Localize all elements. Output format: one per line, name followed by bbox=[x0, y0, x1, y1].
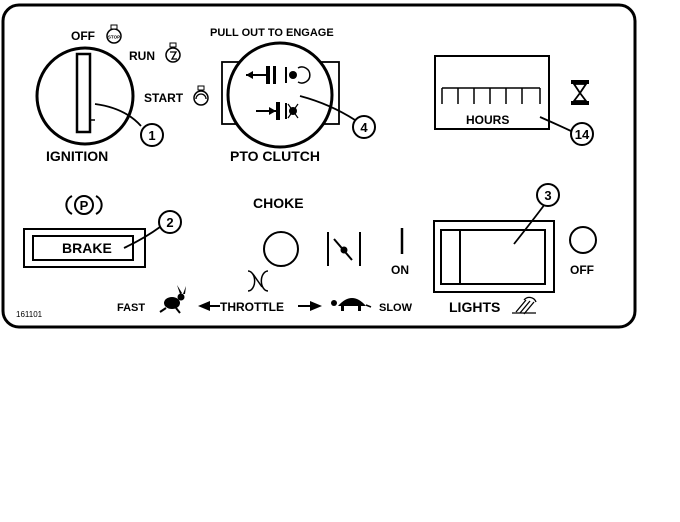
switch-labels-group: ON OFF bbox=[391, 228, 594, 277]
parking-brake-icon: P bbox=[65, 195, 103, 215]
hour-meter-group: HOURS 14 bbox=[434, 55, 594, 146]
start-icon bbox=[193, 85, 209, 106]
pto-title: PTO CLUTCH bbox=[230, 148, 320, 164]
pto-knob[interactable] bbox=[226, 41, 334, 149]
callout-2 bbox=[158, 210, 182, 234]
ignition-start-label: START bbox=[144, 91, 184, 105]
switch-on-label: ON bbox=[391, 263, 409, 277]
choke-label: CHOKE bbox=[253, 195, 304, 211]
callout-3-leader bbox=[513, 203, 546, 245]
callout-14-leader bbox=[539, 116, 572, 132]
lights-group: LIGHTS 3 bbox=[433, 183, 597, 315]
ignition-off-label: OFF bbox=[71, 29, 95, 43]
hour-meter-label: HOURS bbox=[466, 113, 509, 127]
hour-meter-frame bbox=[434, 55, 550, 130]
rabbit-icon bbox=[159, 285, 186, 314]
run-icon bbox=[165, 42, 181, 63]
ignition-title: IGNITION bbox=[46, 148, 108, 164]
headlight-icon bbox=[512, 296, 537, 315]
svg-text:P: P bbox=[80, 198, 89, 213]
ignition-run-label: RUN bbox=[129, 49, 155, 63]
callout-3 bbox=[536, 183, 560, 207]
choke-group: CHOKE bbox=[247, 195, 361, 292]
throttle-group: FAST THROTTLE SLOW bbox=[117, 285, 413, 314]
throttle-choke-knob[interactable] bbox=[263, 231, 299, 267]
svg-text:1: 1 bbox=[148, 128, 155, 143]
throttle-left-arrow bbox=[198, 301, 220, 311]
svg-text:4: 4 bbox=[360, 120, 368, 135]
svg-text:14: 14 bbox=[575, 127, 590, 142]
callout-4-leader bbox=[299, 95, 356, 121]
lights-indicator-lamp bbox=[569, 226, 597, 254]
brake-group: P BRAKE 2 bbox=[23, 195, 182, 268]
pto-disengage-icon bbox=[246, 66, 311, 84]
callout-2-leader bbox=[123, 226, 161, 249]
callout-14 bbox=[570, 122, 594, 146]
pto-header: PULL OUT TO ENGAGE bbox=[210, 27, 334, 39]
lights-switch[interactable] bbox=[440, 229, 546, 285]
brake-label: BRAKE bbox=[62, 240, 112, 256]
callout-1-leader bbox=[94, 103, 142, 127]
throttle-label: THROTTLE bbox=[220, 300, 284, 314]
brake-indicator bbox=[32, 235, 134, 261]
throttle-right-arrow bbox=[298, 301, 322, 311]
pto-engage-icon bbox=[256, 102, 299, 120]
svg-text:2: 2 bbox=[166, 215, 173, 230]
hourglass-icon bbox=[571, 80, 589, 105]
callout-1 bbox=[140, 123, 164, 147]
svg-text:3: 3 bbox=[544, 188, 551, 203]
stop-icon: STOP bbox=[106, 24, 122, 44]
hour-meter-digits bbox=[441, 87, 541, 104]
choke-small-icon bbox=[247, 270, 269, 292]
turtle-icon bbox=[331, 298, 372, 311]
switch-off-label: OFF bbox=[570, 263, 594, 277]
callout-4 bbox=[352, 115, 376, 139]
throttle-slow-label: SLOW bbox=[379, 302, 413, 314]
svg-text:STOP: STOP bbox=[108, 35, 120, 40]
ignition-key-slot bbox=[75, 52, 92, 134]
lights-label: LIGHTS bbox=[449, 299, 500, 315]
ignition-group: OFF STOP RUN START IGNITION 1 bbox=[35, 24, 209, 164]
part-number: 161101 bbox=[16, 310, 43, 319]
choke-symbol-icon bbox=[327, 232, 361, 266]
throttle-fast-label: FAST bbox=[117, 302, 145, 314]
pto-group: PULL OUT TO ENGAGE PTO CLUTCH 4 bbox=[210, 27, 376, 164]
